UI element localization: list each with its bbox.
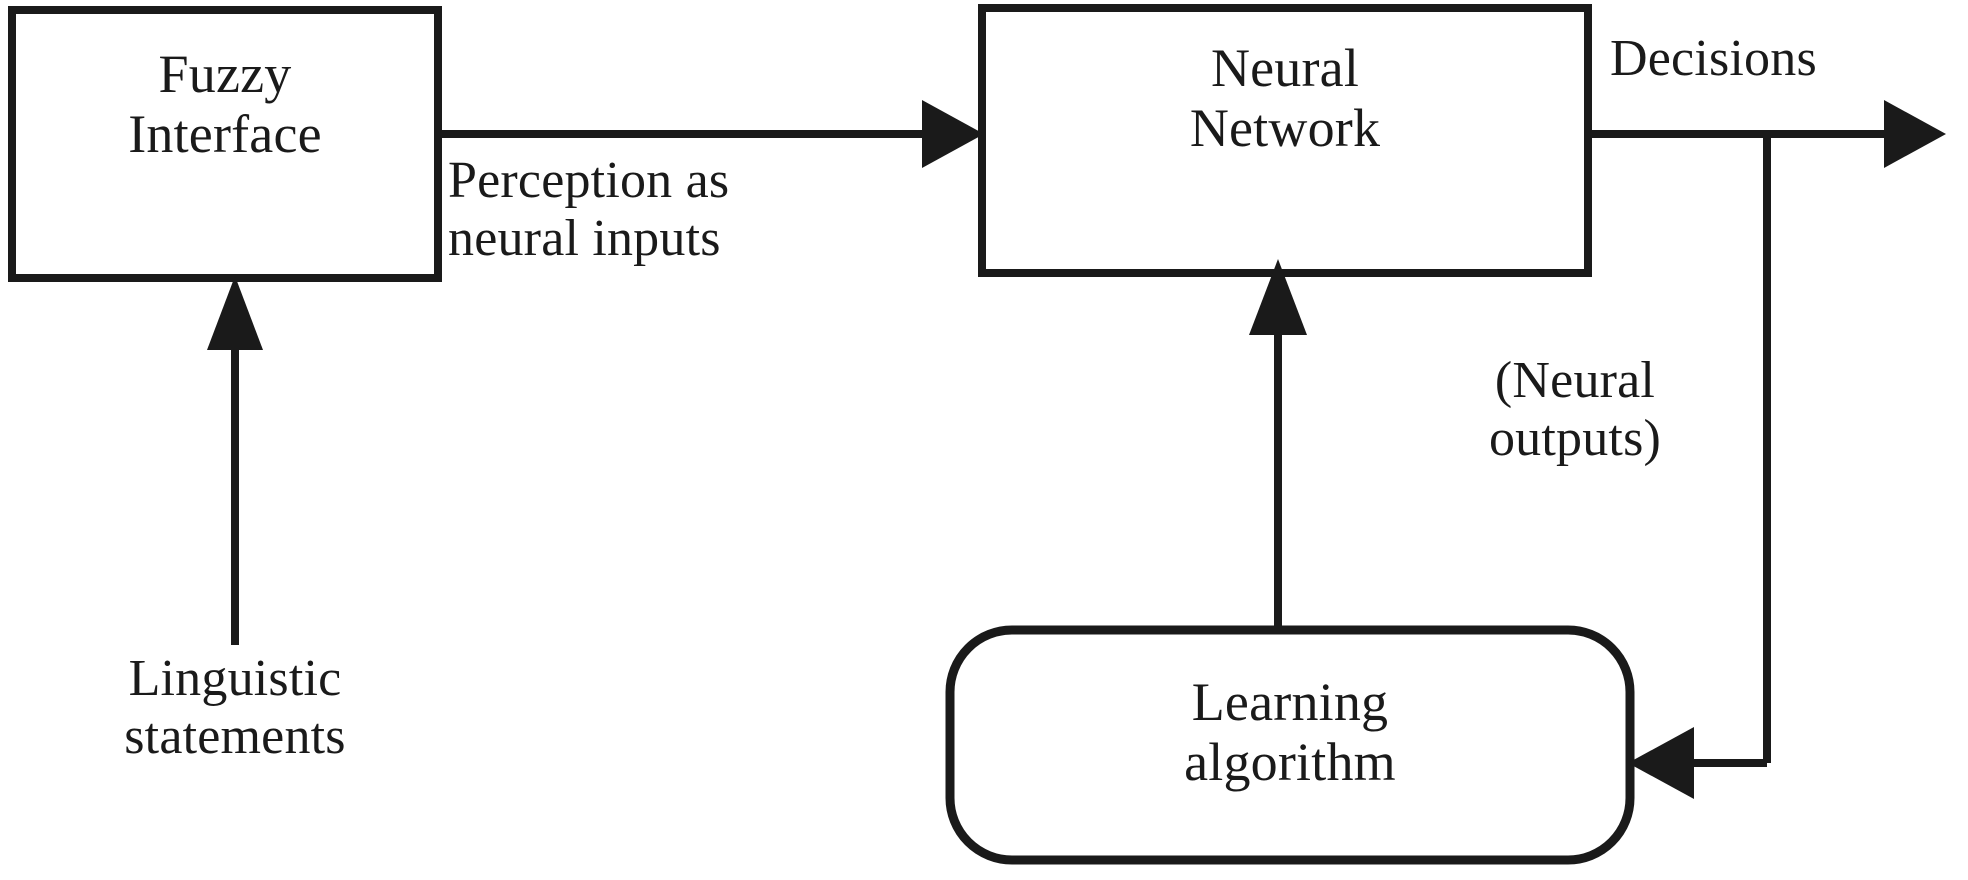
linguistic-arrowhead-icon [207,276,263,350]
decisions-edge-label: Decisions [1610,30,1817,87]
perception-edge-label: Perception as neural inputs [448,152,730,268]
neural-outputs-edge-label: (Neural outputs) [1488,352,1662,468]
linguistic-statements-label: Linguistic statements [124,650,346,766]
decisions-arrowhead-icon [1884,100,1946,168]
edge-neural-feedback-to-learning [1628,134,1771,799]
edge-learning-to-neural [1249,259,1307,630]
edge-fuzzy-to-neural [438,100,984,168]
neural-network-box[interactable] [978,4,1592,277]
learning-algorithm-box[interactable] [945,625,1635,865]
fuzzy-interface-box[interactable] [8,6,442,282]
perception-arrowhead-icon [922,100,984,168]
edge-neural-to-output [1588,100,1946,168]
learning-arrowhead-icon [1249,259,1307,335]
fuzzy-interface-label: Fuzzy Interface [128,44,322,165]
learning-algorithm-label: Learning algorithm [1184,672,1396,793]
feedback-arrowhead-icon [1628,727,1694,799]
neural-network-label: Neural Network [1189,38,1381,159]
edge-linguistic-to-fuzzy [207,276,263,645]
